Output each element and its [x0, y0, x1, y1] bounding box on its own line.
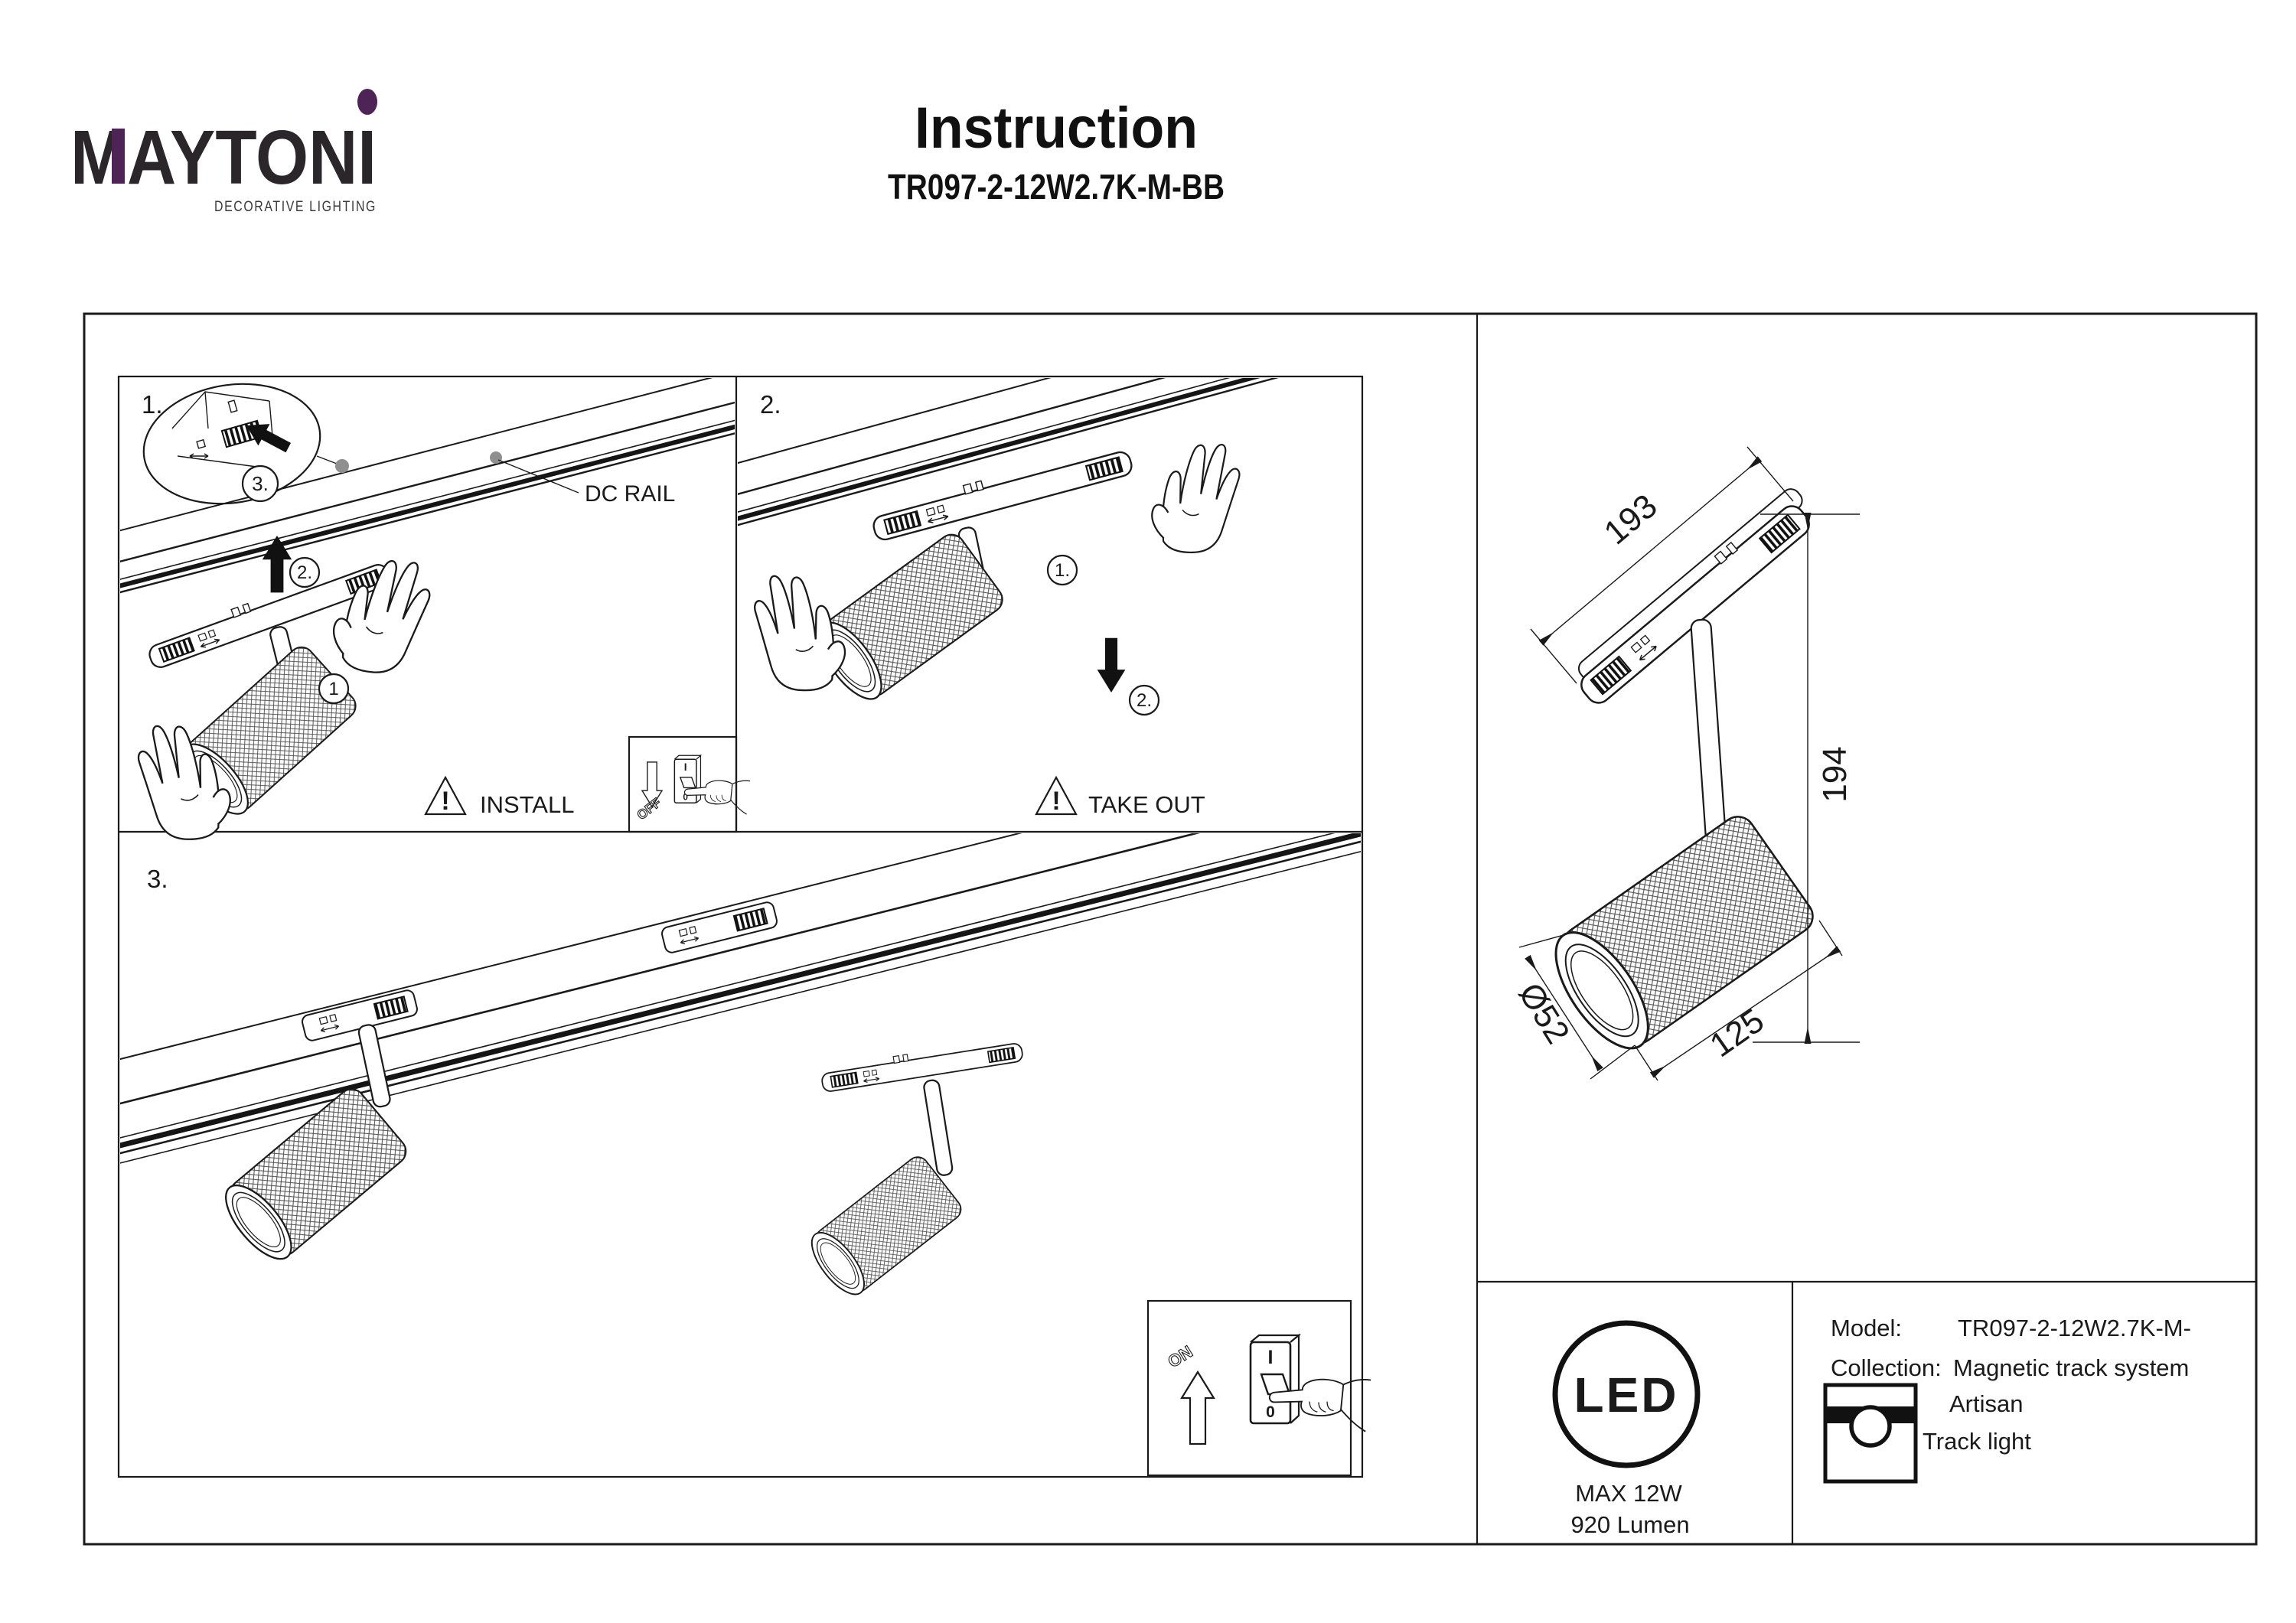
- doc-heading: Instruction TR097-2-12W2.7K-M-BB: [888, 96, 1225, 207]
- step-badge-pull: 2.: [1137, 690, 1152, 711]
- switch-on-label: ON: [1164, 1342, 1195, 1372]
- svg-text:LED: LED: [1574, 1367, 1679, 1423]
- led-round-badge: LED: [1552, 1320, 1701, 1468]
- track-light-square-icon: [1823, 1383, 1918, 1484]
- model-value: TR097-2-12W2.7K-M-: [1958, 1315, 2191, 1341]
- brand-logo: MAYTONI DECORATIVE LIGHTING: [70, 89, 377, 215]
- switch-on-inset: ON I 0: [1146, 1299, 1371, 1477]
- step-badge-attach: 1: [328, 679, 338, 699]
- brand-tagline: DECORATIVE LIGHTING: [214, 198, 377, 215]
- step-badge-hold: 1.: [1055, 560, 1070, 581]
- zoom-step-badge: 3.: [252, 472, 269, 495]
- panel-1-caption: INSTALL: [480, 791, 574, 818]
- warning-triangle-icon: !: [424, 775, 467, 816]
- iso-lamp-cylinder: [1554, 816, 1814, 1050]
- panel-3-rail: [120, 833, 1361, 1171]
- svg-text:I: I: [1268, 1347, 1274, 1368]
- switch-off-label: OFF: [634, 795, 664, 823]
- panel-1-rail: [120, 378, 735, 610]
- warning-triangle-icon: !: [1035, 775, 1078, 816]
- panel-1-light: [133, 546, 438, 846]
- panel-1-install: 1. 3. D: [120, 378, 751, 846]
- dc-rail-callout: DC RAIL: [490, 451, 675, 507]
- right-hand-icon: [1146, 435, 1244, 559]
- spec-block: LED MAX 12W 920 Lumen Model: TR097-2-12W…: [1477, 1280, 2256, 1544]
- instructions-frame: [117, 375, 1364, 1478]
- pull-down-arrow-icon: [1097, 637, 1126, 693]
- panel-2-number: 2.: [760, 390, 781, 419]
- doc-title: Instruction: [915, 96, 1198, 161]
- collection-value: Magnetic track system: [1953, 1354, 2189, 1381]
- rocker-switch-on-icon: I 0: [1249, 1333, 1302, 1425]
- iso-stem: [1690, 618, 1727, 858]
- brand-m-accent: [112, 129, 125, 184]
- svg-text:193: 193: [1597, 487, 1665, 552]
- zoom-origin-dot: [335, 459, 349, 473]
- collection-label: Collection:: [1831, 1354, 1942, 1381]
- svg-text:!: !: [441, 787, 449, 816]
- doc-subtitle: TR097-2-12W2.7K-M-BB: [888, 167, 1225, 207]
- panel-2-rail: [738, 378, 1361, 537]
- outer-frame: [83, 312, 2258, 1546]
- panel-2-caption: TAKE OUT: [1088, 791, 1205, 818]
- panel-3-result: 3. ON: [120, 833, 1371, 1477]
- step-badge-lift: 2.: [297, 562, 312, 583]
- svg-text:!: !: [1052, 787, 1060, 816]
- header: MAYTONI DECORATIVE LIGHTING Instruction …: [70, 89, 1225, 215]
- switch-off-inset: OFF I 0: [628, 735, 751, 833]
- panel-2-take-out: 2. 1. 2. ! TAKE OUT: [738, 378, 1361, 818]
- panel-2-light: [750, 435, 1244, 710]
- mounted-light: [214, 1024, 413, 1270]
- svg-text:0: 0: [683, 793, 688, 803]
- svg-text:0: 0: [1266, 1403, 1275, 1421]
- panel-1-number: 1.: [142, 390, 163, 419]
- svg-text:125: 125: [1704, 1002, 1771, 1064]
- product-type: Track light: [1923, 1428, 2031, 1455]
- rail-point-dot: [490, 451, 502, 464]
- max-power: MAX 12W: [1575, 1480, 1682, 1507]
- floating-light: [801, 1035, 1025, 1304]
- series-name: Artisan: [1949, 1390, 2023, 1417]
- svg-text:I: I: [684, 761, 687, 773]
- brand-i-dot: [357, 89, 377, 115]
- magnifier-icon: 3.: [142, 383, 349, 505]
- rail-label: DC RAIL: [585, 481, 675, 507]
- arrow-up-icon: [1180, 1370, 1215, 1445]
- panel-3-number: 3.: [147, 865, 168, 893]
- model-label: Model:: [1831, 1315, 1902, 1341]
- dim-total-height: 194: [1753, 513, 1860, 1044]
- rocker-switch-off-icon: I 0: [673, 754, 703, 804]
- svg-text:194: 194: [1816, 746, 1854, 802]
- dimension-drawing: 193 194 Ø52 125: [1511, 446, 1860, 1081]
- luminous-flux: 920 Lumen: [1570, 1511, 1689, 1538]
